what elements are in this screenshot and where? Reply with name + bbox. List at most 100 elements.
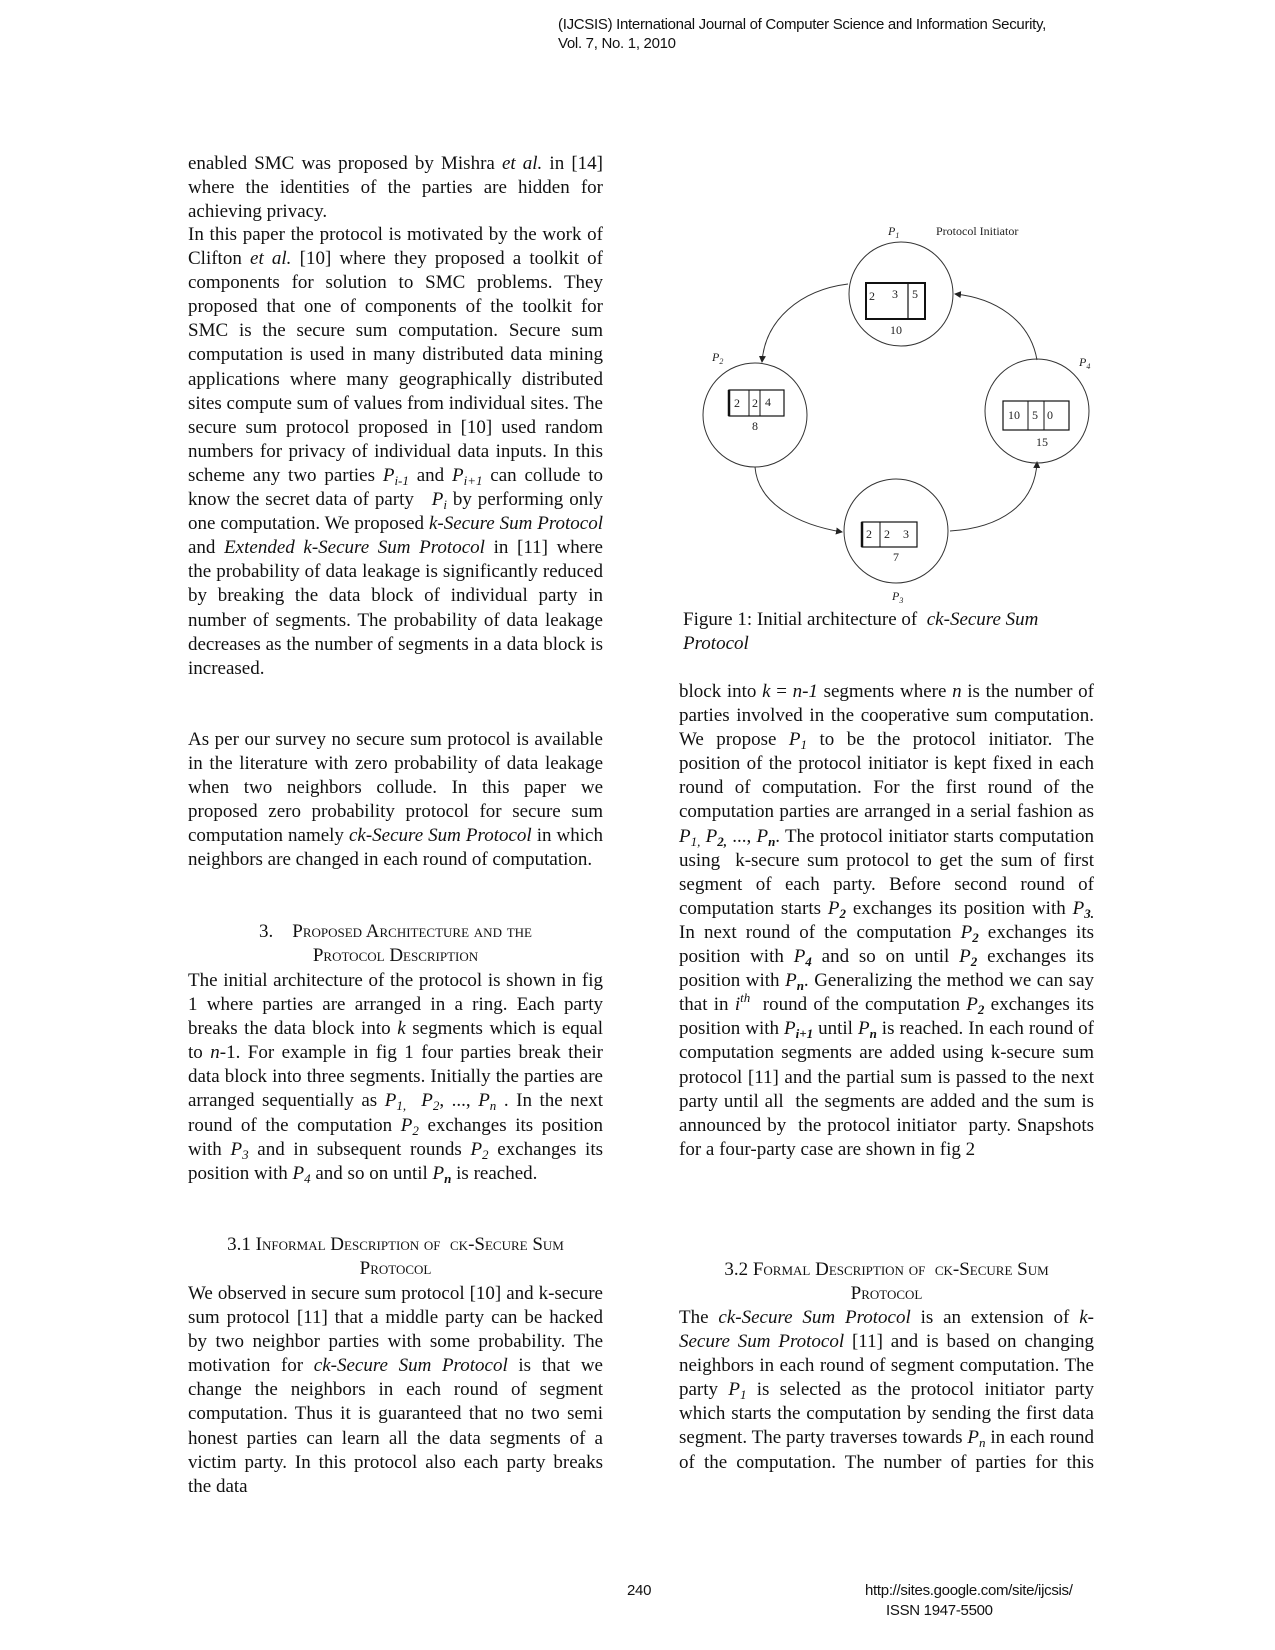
section-heading-3-1: 3.1 Informal Description of ck-Secure Su… xyxy=(188,1233,603,1281)
subscript-run: 2 xyxy=(972,929,979,945)
text-run: is selected as the protocol initiator pa… xyxy=(679,1379,1094,1449)
protocol-initiator-label: Protocol Initiator xyxy=(936,224,1018,238)
text-run: segments where xyxy=(817,681,953,702)
text-run: and so on until xyxy=(310,1162,433,1184)
text-run: P xyxy=(827,897,840,919)
text-run: P xyxy=(966,994,978,1016)
segment-value: 2 xyxy=(734,396,740,410)
text-run: block into xyxy=(679,681,763,702)
party-label-p3: P3 xyxy=(891,589,903,605)
text-run: ck-Secure Sum Protocol xyxy=(313,1355,508,1377)
segment-value: 10 xyxy=(1008,408,1020,422)
text-run: exchanges its position with xyxy=(679,994,1094,1040)
text-run: ck-Secure Sum Protocol xyxy=(718,1307,911,1328)
text-run: in [14] where the identities of the part… xyxy=(188,153,603,223)
heading-line: Protocol xyxy=(359,1258,432,1280)
subscript-run: 1, xyxy=(690,833,701,849)
text-run: is the number of parties involved in the… xyxy=(679,681,1094,751)
party-node-p2 xyxy=(702,362,808,468)
subscript-run: n xyxy=(796,978,804,994)
party-node-p3 xyxy=(843,478,949,584)
footer-url: http://sites.google.com/site/ijcsis/ xyxy=(865,1582,1073,1599)
subscript-run: n xyxy=(978,1435,986,1451)
text-run: P xyxy=(728,1379,740,1401)
text-run: is that we change the neighbors in each … xyxy=(188,1355,603,1497)
text-run: and so on until xyxy=(811,946,960,968)
journal-header-line2: Vol. 7, No. 1, 2010 xyxy=(558,35,676,52)
arrow-p4-to-p1 xyxy=(954,291,1038,361)
segment-value: 5 xyxy=(1032,408,1038,422)
party-label-p4: P4 xyxy=(1078,355,1090,371)
paragraph: The initial architecture of the protocol… xyxy=(188,969,603,1186)
text-run: = xyxy=(770,681,793,702)
text-run: Figure 1: Initial architecture of xyxy=(683,609,927,630)
figure-1-ring-diagram: P1 Protocol Initiator 2 3 5 10 P2 2 2 4 … xyxy=(702,224,1090,605)
party-node-p4 xyxy=(984,358,1090,464)
subscript-run: 1 xyxy=(739,1387,747,1403)
text-run: and xyxy=(408,464,452,486)
text-run: The initial architecture of the protocol… xyxy=(188,970,603,1040)
text-run: Extended k-Secure Sum Protocol xyxy=(224,537,485,559)
journal-header-line1: (IJCSIS) International Journal of Comput… xyxy=(558,16,1046,33)
text-run: i xyxy=(734,994,741,1016)
heading-line: Protocol xyxy=(850,1283,923,1305)
text-run: exchanges its position with xyxy=(679,946,1094,992)
text-run: -1. For example in fig 1 four parties br… xyxy=(188,1042,603,1112)
text-run: P xyxy=(421,1090,433,1112)
paragraph: As per our survey no secure sum protocol… xyxy=(188,728,603,873)
text-run: P xyxy=(967,1427,979,1449)
subscript-run: 2 xyxy=(432,1098,440,1114)
text-run: in which neighbors are changed in each r… xyxy=(188,825,603,871)
text-run: P xyxy=(679,825,691,847)
subscript-run: 2 xyxy=(970,954,978,970)
subscript-run: n xyxy=(489,1098,497,1114)
subscript-run: 1 xyxy=(800,737,808,753)
text-run: et al. xyxy=(250,248,292,270)
arrow-p2-to-p3 xyxy=(754,466,843,535)
text-run: P xyxy=(784,1018,796,1040)
text-run: P xyxy=(960,921,973,943)
segment-value: 2 xyxy=(752,396,758,410)
segment-value: 4 xyxy=(765,395,771,409)
text-run: P xyxy=(785,970,797,992)
text-run: k-Secure Sum Protocol xyxy=(428,513,603,535)
arrow-p3-to-p4 xyxy=(949,461,1041,532)
subscript-run: 3. xyxy=(1084,905,1094,921)
subscript-run: 2, xyxy=(717,833,727,849)
text-run: P xyxy=(705,825,718,847)
section-heading-3: 3. Proposed Architecture and the Protoco… xyxy=(188,920,603,968)
segment-value: 3 xyxy=(892,287,898,301)
segment-box-p4 xyxy=(1002,400,1070,431)
subscript-run: n xyxy=(869,1026,877,1042)
text-run: P xyxy=(959,946,971,968)
subscript-run: i xyxy=(443,497,447,513)
segment-value: 0 xyxy=(1047,408,1053,422)
paragraph: block into k = n-1 segments where n is t… xyxy=(679,680,1094,1162)
text-run: to be the protocol initiator. The positi… xyxy=(679,729,1095,823)
text-run xyxy=(406,1090,421,1111)
heading-line: 3. Proposed Architecture and the xyxy=(259,921,532,942)
heading-line: Protocol Description xyxy=(312,945,479,967)
page-number: 240 xyxy=(627,1582,652,1599)
subscript-run: i-1 xyxy=(394,472,409,488)
text-run: P xyxy=(230,1138,243,1160)
text-run: segments which is equal to xyxy=(188,1018,603,1064)
text-run: exchanges its position with xyxy=(679,921,1094,968)
text-run: in [11] where the probability of data le… xyxy=(188,537,603,679)
text-run: is an extension of xyxy=(910,1307,1080,1328)
text-run: ..., xyxy=(726,825,757,847)
section-heading-3-2: 3.2 Formal Description of ck-Secure Sum … xyxy=(679,1258,1094,1306)
text-run: P xyxy=(857,1018,870,1040)
text-run: is reached. In each round of computation… xyxy=(679,1018,1095,1160)
text-run: until xyxy=(813,1018,858,1040)
text-run: enabled SMC was proposed by Mishra xyxy=(188,153,502,174)
segment-value: 2 xyxy=(884,527,890,541)
segment-value: 3 xyxy=(903,527,909,541)
party-label-p1: P1 xyxy=(887,224,899,240)
subscript-run: 4 xyxy=(304,1170,311,1186)
text-run: P xyxy=(432,1162,445,1184)
subscript-run: 2 xyxy=(482,1146,489,1162)
segment-value: 2 xyxy=(866,527,872,541)
text-run: In this paper the protocol is motivated … xyxy=(188,224,603,270)
text-run: n xyxy=(952,681,962,702)
